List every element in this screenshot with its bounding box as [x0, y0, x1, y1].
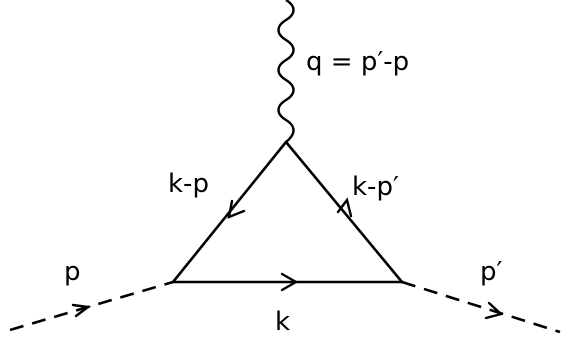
incoming-momentum-label: p [64, 257, 81, 287]
left-edge-label: k-p [168, 169, 209, 199]
outgoing-dashed-line [401, 280, 561, 334]
bottom-edge-arrow [280, 272, 299, 292]
incoming-dashed-line [9, 280, 174, 332]
left-edge-arrow [227, 199, 246, 219]
photon-momentum-label: q = p′-p [306, 47, 409, 77]
bottom-edge-label: k [275, 307, 290, 337]
triangle-right-edge [284, 140, 404, 284]
right-edge-label: k-p′ [352, 172, 399, 202]
right-edge-arrow [336, 197, 353, 218]
photon-line [277, 0, 295, 143]
outgoing-arrow [484, 301, 504, 320]
outgoing-momentum-label: p′ [480, 257, 503, 287]
incoming-arrow [71, 303, 92, 318]
